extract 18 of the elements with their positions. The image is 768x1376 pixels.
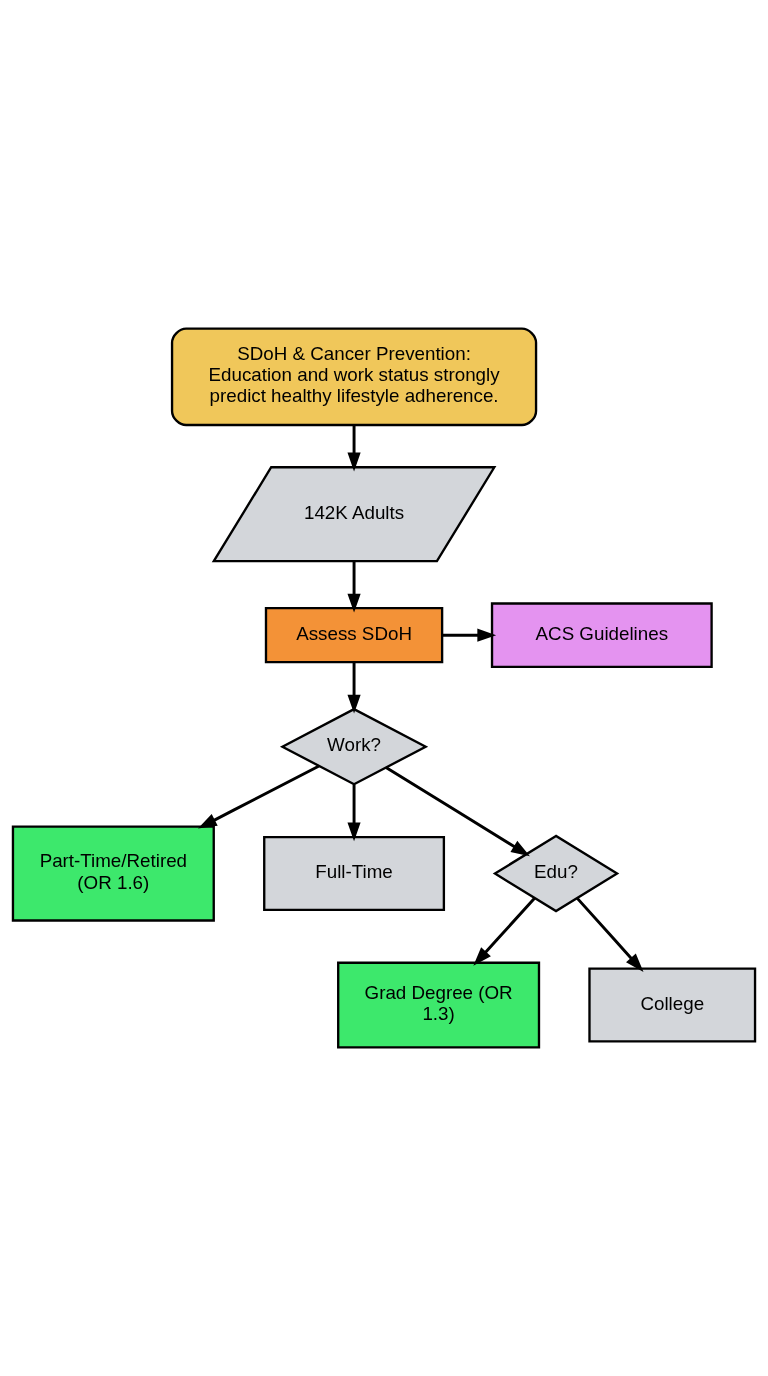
node-box: ACS Guidelines <box>490 602 713 669</box>
node-box: College <box>588 967 757 1043</box>
node-box: Assess SDoH <box>264 606 444 664</box>
arrow <box>347 561 361 613</box>
arrow <box>347 662 361 714</box>
arrow <box>197 764 320 829</box>
node-box: Grad Degree (OR 1.3) <box>337 961 541 1049</box>
node-box: Full-Time <box>263 835 446 912</box>
node-box: SDoH & Cancer Prevention: Education and work status strongly predict healthy lifestyle adherence. <box>170 327 538 427</box>
arrow <box>442 628 497 642</box>
node-box: Part-Time/Retired (OR 1.6) <box>11 825 215 922</box>
arrow <box>385 766 530 857</box>
arrow <box>576 897 644 972</box>
arrow <box>347 784 361 842</box>
node-diamond: Work? <box>279 707 429 786</box>
arrow <box>347 425 361 472</box>
arrow <box>473 897 536 966</box>
node-diamond: Edu? <box>492 834 620 913</box>
